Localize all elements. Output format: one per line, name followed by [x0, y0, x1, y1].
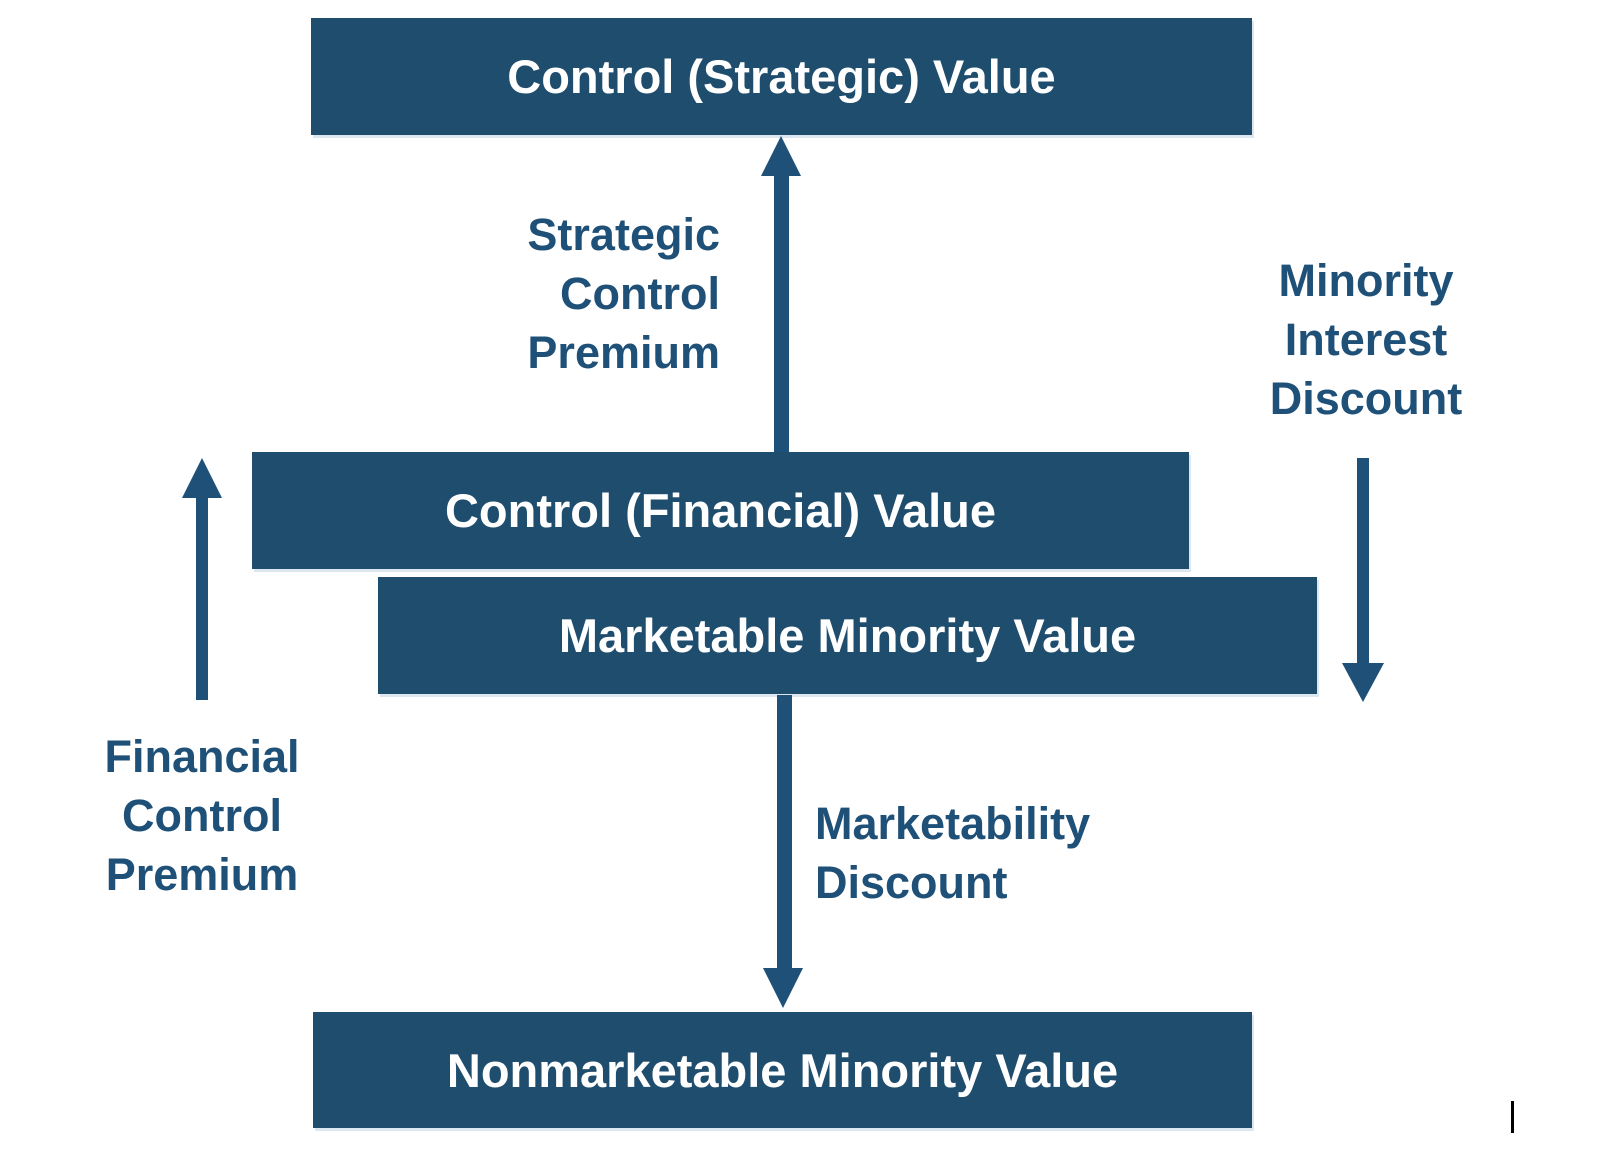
value-box-label: Marketable Minority Value: [558, 609, 1137, 662]
label-line: Interest: [1284, 314, 1448, 365]
text-cursor: [1511, 1101, 1514, 1133]
label-line: Control: [122, 790, 282, 841]
label-line: Strategic: [527, 209, 720, 260]
arrow-shaft: [774, 174, 789, 452]
label-line: Discount: [815, 857, 1008, 908]
label-line: Control: [560, 268, 720, 319]
label-marketability-discount: Marketability Discount: [815, 794, 1235, 912]
label-line: Premium: [527, 327, 720, 378]
arrow-head: [761, 136, 801, 176]
value-box-nonmarketable-minority: Nonmarketable Minority Value: [313, 1012, 1252, 1128]
label-line: Premium: [105, 849, 299, 900]
value-box-control-strategic: Control (Strategic) Value: [311, 18, 1252, 135]
arrow-head: [763, 968, 803, 1008]
arrow-shaft: [1357, 458, 1369, 665]
label-line: Marketability: [815, 798, 1091, 849]
label-line: Discount: [1269, 373, 1463, 424]
value-box-label: Control (Financial) Value: [444, 484, 996, 537]
value-box-label: Control (Strategic) Value: [507, 50, 1056, 103]
label-strategic-control-premium: Strategic Control Premium: [400, 205, 720, 382]
arrow-shaft: [196, 495, 208, 700]
label-line: Minority: [1278, 255, 1454, 306]
label-financial-control-premium: Financial Control Premium: [42, 727, 362, 904]
label-minority-interest-discount: Minority Interest Discount: [1206, 251, 1526, 428]
arrow-head: [1342, 663, 1384, 702]
value-box-marketable-minority: Marketable Minority Value: [378, 577, 1317, 694]
arrow-head: [182, 458, 222, 498]
value-box-control-financial: Control (Financial) Value: [252, 452, 1189, 569]
label-line: Financial: [104, 731, 300, 782]
arrow-shaft: [777, 695, 792, 970]
value-box-label: Nonmarketable Minority Value: [446, 1043, 1119, 1097]
